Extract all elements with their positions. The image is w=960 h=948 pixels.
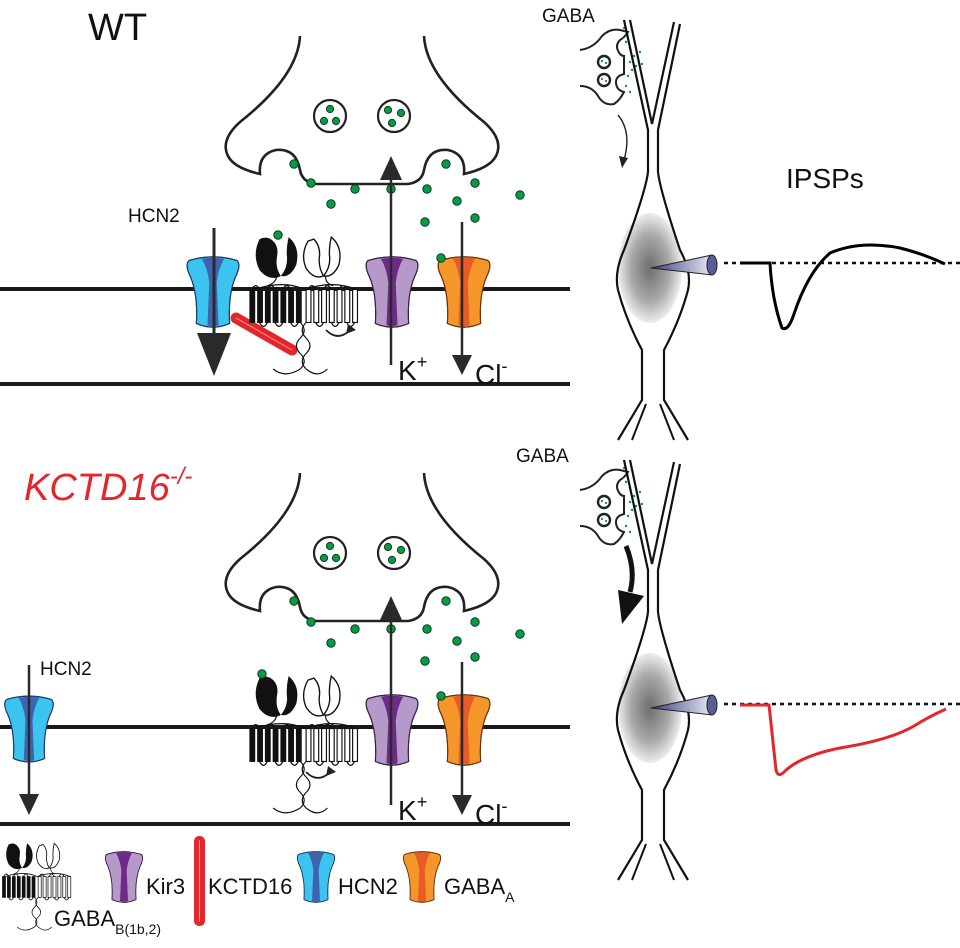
ko-soma-shading xyxy=(618,653,682,763)
wt-hcn2-current-arrow xyxy=(197,228,231,376)
legend-kctd16-label: KCTD16 xyxy=(208,874,292,899)
wt-kctd16-protein xyxy=(230,312,298,356)
ko-hcn2-label: HCN2 xyxy=(40,659,92,680)
legend-kir3-label: Kir3 xyxy=(146,874,185,899)
wt-presynaptic-bouton xyxy=(224,34,500,186)
ko-gaba-molecules xyxy=(306,617,525,666)
wt-gabab-receptor xyxy=(249,236,359,375)
ko-bound-gaba xyxy=(257,669,267,679)
legend-kctd16-icon xyxy=(194,836,205,926)
legend-gabab: GABAB(1b,2) xyxy=(1,842,161,937)
ko-hcn2-current-arrow xyxy=(19,665,39,815)
legend-kir3 xyxy=(104,851,144,903)
wt-k-label: K+ xyxy=(398,352,427,386)
legend-gabab-label: GABAB(1b,2) xyxy=(54,906,161,937)
wt-soma-shading xyxy=(618,213,682,323)
wt-panel: WT HCN2 K+ xyxy=(0,6,960,442)
wt-gaba-molecules xyxy=(306,178,525,227)
wt-ipsp-trace xyxy=(740,243,946,331)
ko-recording-pipette xyxy=(650,694,718,716)
wt-gaba-flow-arrow xyxy=(617,114,628,161)
ko-k-efflux-arrow xyxy=(380,596,402,805)
ko-title: KCTD16-/- xyxy=(24,463,192,509)
ko-cl-label: Cl- xyxy=(475,796,507,830)
ko-gaba-flow-arrow xyxy=(623,545,635,593)
wt-cl-label: Cl- xyxy=(475,356,507,390)
legend-gabaa-icon xyxy=(402,851,442,903)
wt-gabaa-channel xyxy=(437,256,491,328)
legend-hcn2-label: HCN2 xyxy=(338,874,398,899)
ko-gabab-receptor xyxy=(249,675,359,814)
legend-hcn2-icon xyxy=(296,851,336,903)
ipsp-title: IPSPs xyxy=(786,163,864,194)
ko-k-label: K+ xyxy=(398,792,427,826)
wt-gaba-label: GABA xyxy=(542,6,595,27)
ko-panel: KCTD16-/- HCN2 K+ xyxy=(0,446,960,882)
wt-recording-pipette xyxy=(650,254,718,276)
legend-kir3-icon xyxy=(104,851,144,903)
ko-gabaa-channel xyxy=(437,694,491,766)
ko-presynaptic-bouton xyxy=(224,471,500,623)
wt-title: WT xyxy=(88,7,147,49)
wt-bound-gaba xyxy=(273,230,283,240)
ko-gaba-label: GABA xyxy=(516,446,569,467)
ko-ipsp-trace xyxy=(740,703,947,777)
ko-cl-influx-arrow xyxy=(452,662,472,815)
legend-gabaa-label: GABAA xyxy=(444,874,515,905)
wt-hcn2-label: HCN2 xyxy=(128,206,180,227)
legend: GABAB(1b,2) Kir3 KCTD16 HCN2 GABAA xyxy=(1,836,515,937)
wt-cl-influx-arrow xyxy=(452,222,472,375)
wt-k-efflux-arrow xyxy=(380,156,402,365)
